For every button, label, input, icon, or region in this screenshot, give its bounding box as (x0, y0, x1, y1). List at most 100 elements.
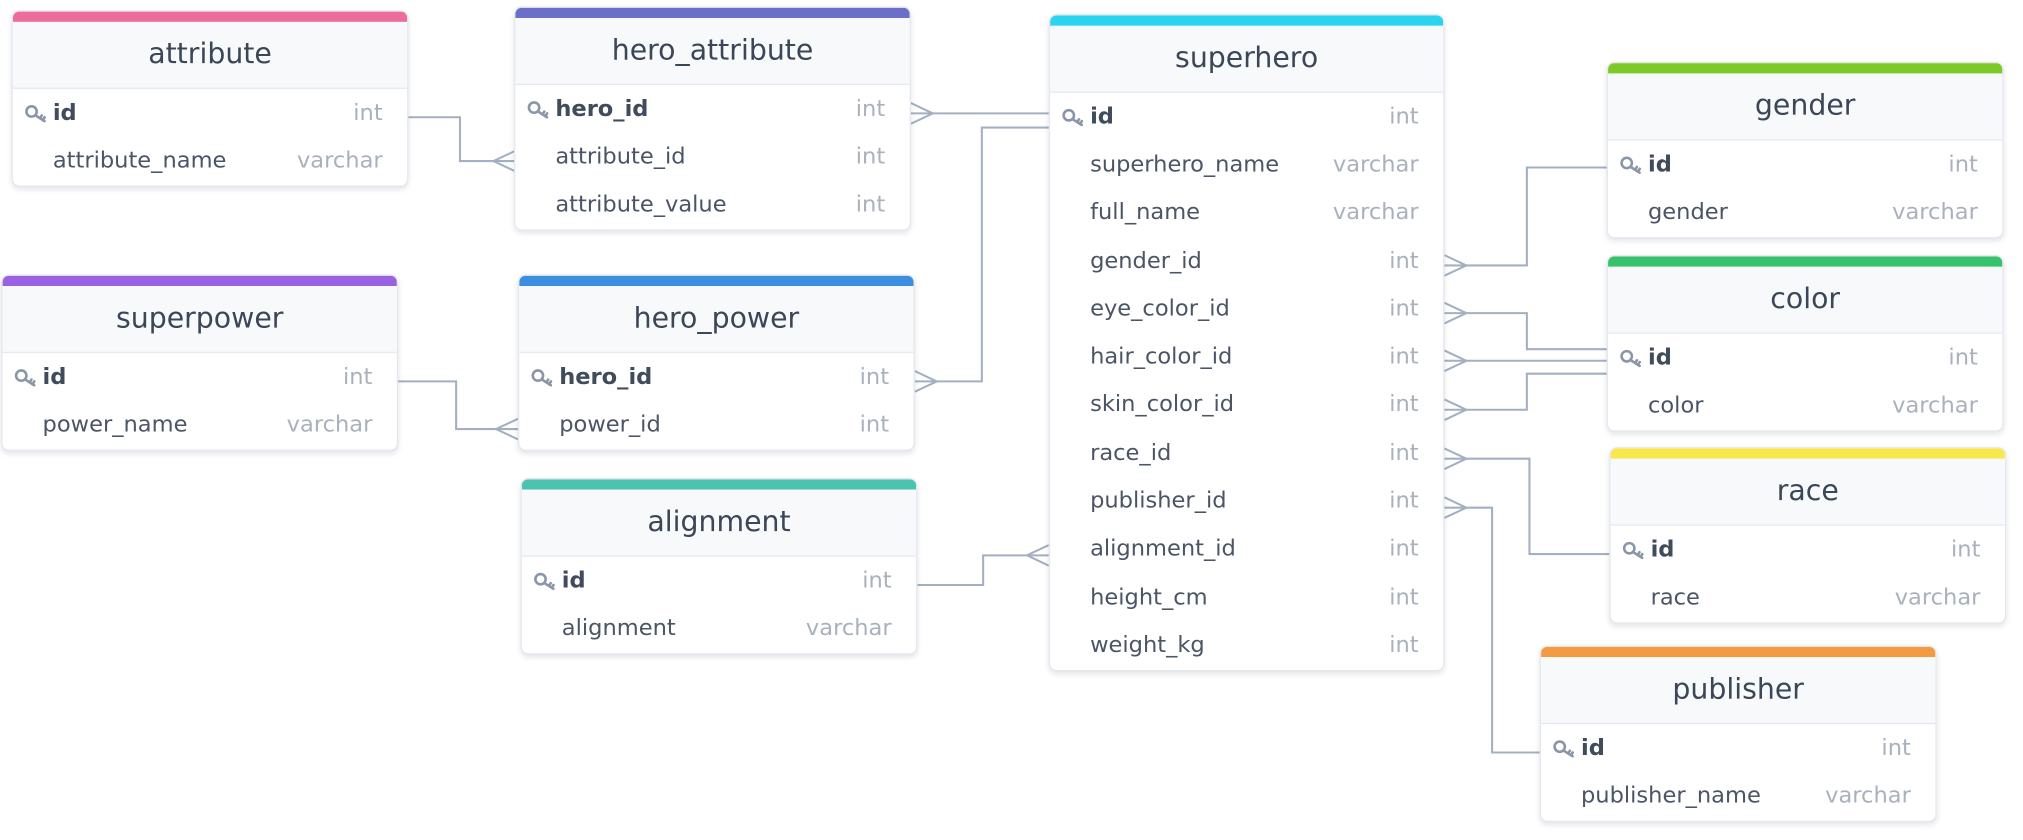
link-attribute-hero-attribute[interactable] (408, 116, 516, 173)
table-title[interactable]: attribute (12, 21, 408, 89)
key-icon (527, 100, 549, 119)
key-icon (1622, 541, 1644, 559)
column-name: power_name (42, 412, 188, 439)
table-color-bar (515, 7, 910, 19)
column-row-color[interactable]: color varchar (1608, 382, 2002, 430)
crows-foot-marker (1443, 447, 1467, 470)
crows-foot-marker (910, 102, 934, 125)
table-title[interactable]: color (1608, 266, 2003, 334)
column-name: publisher_name (1580, 783, 1761, 810)
link-alignment-superhero[interactable] (917, 544, 1050, 587)
table-color-bar (1608, 256, 2003, 267)
link-gender-superhero[interactable] (1443, 166, 1607, 277)
table-title[interactable]: hero_attribute (515, 18, 910, 86)
table-color-bar (2, 275, 397, 287)
column-type: int (855, 144, 886, 171)
column-name: gender_id (1090, 248, 1202, 274)
column-type: varchar (1332, 151, 1419, 178)
column-name: weight_kg (1090, 632, 1205, 659)
table-title[interactable]: alignment (521, 489, 917, 557)
table-title[interactable]: superpower (2, 286, 397, 354)
table-title[interactable]: superhero (1050, 25, 1444, 93)
link-superhero-hero-attribute[interactable] (910, 102, 1049, 125)
column-row-publisher-name[interactable]: publisher_name varchar (1541, 772, 1935, 820)
column-type: varchar (1825, 783, 1911, 810)
column-name: hero_id (559, 364, 653, 390)
key-icon (1062, 108, 1084, 126)
column-type: varchar (805, 615, 892, 642)
column-name: id (1650, 536, 1675, 563)
column-type: int (1389, 584, 1419, 611)
column-name: color (1647, 392, 1704, 419)
column-type: int (862, 567, 892, 594)
column-type: int (1389, 103, 1419, 130)
column-type: int (1389, 632, 1419, 659)
link-race-superhero[interactable] (1443, 447, 1610, 556)
table-color-bar (521, 479, 917, 490)
link-publisher-superhero[interactable] (1443, 496, 1540, 754)
link-color-skin[interactable] (1443, 372, 1607, 421)
column-type: int (1389, 392, 1419, 419)
link-color-eye[interactable] (1443, 301, 1607, 351)
link-color-hair[interactable] (1443, 349, 1607, 373)
table-color-bar (1610, 448, 2005, 459)
crows-foot-marker (1443, 349, 1467, 373)
table-title[interactable]: race (1610, 458, 2005, 526)
column-name: eye_color_id (1090, 296, 1230, 322)
column-name: race (1650, 584, 1700, 611)
table-title[interactable]: hero_power (519, 286, 914, 354)
crows-foot-marker (1443, 301, 1467, 325)
key-icon (531, 368, 553, 387)
table-title[interactable]: gender (1608, 73, 2003, 141)
link-superpower-hero-power[interactable] (398, 380, 519, 441)
column-type: int (1389, 440, 1419, 467)
column-type: int (1951, 536, 1981, 563)
table-title[interactable]: publisher (1541, 657, 1936, 725)
column-row-weight-kg[interactable]: weight_kg int (1050, 621, 1443, 669)
table-color-bar (1050, 15, 1444, 26)
link-superhero-hero-power[interactable] (914, 126, 1049, 393)
column-row-gender-id[interactable]: gender_id int (1050, 237, 1443, 285)
column-type: varchar (1892, 392, 1978, 419)
column-type: int (1389, 248, 1419, 274)
column-row-id[interactable]: id int (1611, 526, 2005, 574)
key-icon (1553, 739, 1575, 758)
key-icon (534, 572, 555, 590)
